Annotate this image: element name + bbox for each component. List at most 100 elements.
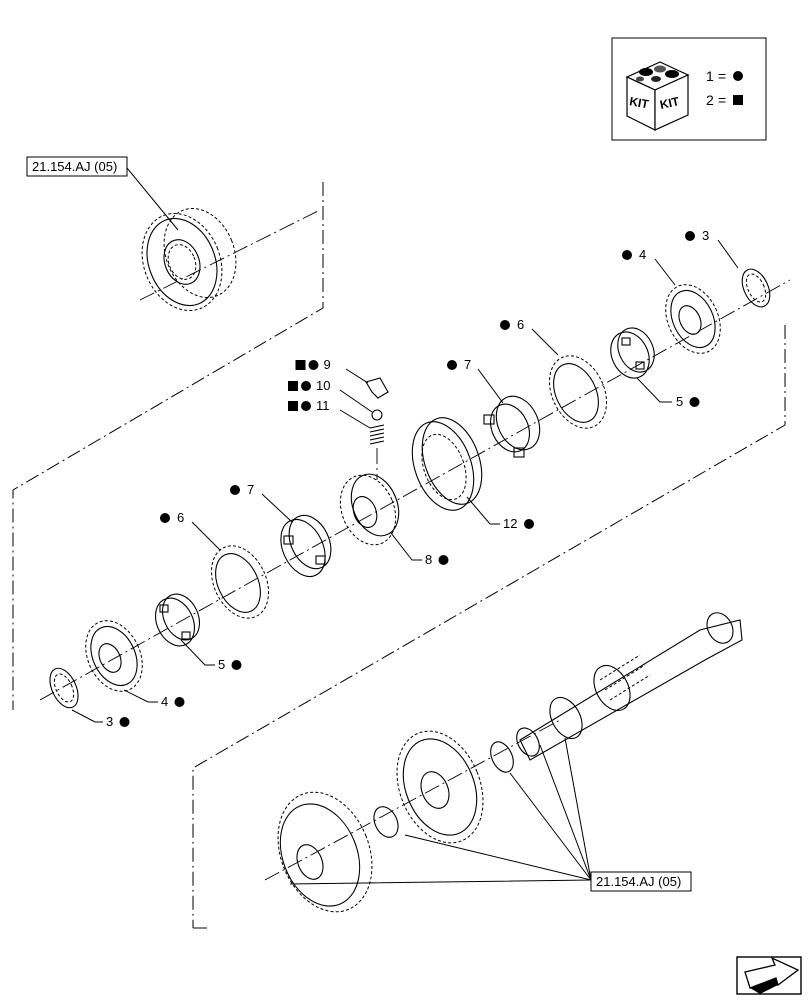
kit-legend-eq-1: = [718,68,726,84]
callout-c4-top[interactable]: 4 [622,247,646,262]
gear-4-mid [85,620,143,692]
callout-number: 6 [177,510,184,525]
dash-frame-left [12,182,324,710]
callout-number: 8 [425,552,432,567]
reference-link-bottom-text: 21.154.AJ (05) [596,874,681,889]
callout-c9[interactable]: 9 [295,357,331,372]
spring-11 [369,424,385,445]
leader-3-mid [71,709,103,723]
kit-circle-icon [160,513,170,523]
kit-circle-icon [524,519,534,529]
callout-c11[interactable]: 11 [288,398,330,413]
gear-4-top [665,284,721,354]
callout-c6-top[interactable]: 6 [500,317,524,332]
callout-number: 4 [639,247,646,262]
kit-legend-frame [611,37,767,141]
leader-7-top [477,368,504,404]
callout-number: 6 [517,317,524,332]
callout-c8[interactable]: 8 [425,552,449,567]
kit-circle-icon [622,250,632,260]
kit-square-icon [288,401,298,411]
kit-circle-icon [689,397,700,407]
callout-number: 3 [702,228,709,243]
kit-circle-icon [301,401,311,411]
leader-ref-bottom [289,737,592,885]
gear-large-upper [396,730,484,844]
leader-5-top [636,377,672,403]
kit-legend-number-1: 1 [706,68,714,84]
kit-circle-icon [685,231,695,241]
callout-number: 10 [316,378,330,393]
leader-4-mid [123,689,158,703]
main-shaft [516,612,743,761]
leader-10 [339,389,373,413]
axis-top-gear [139,209,321,301]
callout-group: 3 4 5 6 7 9 10 11 12 8 7 6 5 4 3 [106,228,709,729]
callout-number: 11 [316,398,330,413]
synchro-hub-8 [339,473,400,546]
callout-c4-mid[interactable]: 4 [161,694,185,709]
cone-7-mid [280,514,332,578]
callout-number: 5 [218,657,225,672]
needle-bearing-3-top [741,268,771,308]
kit-circle-icon [231,660,242,670]
callout-c5-top[interactable]: 5 [676,394,700,409]
leader-5-mid [180,639,215,666]
kit-circle-icon [174,697,185,707]
callout-number: 7 [247,482,254,497]
callout-c3-top[interactable]: 3 [685,228,709,243]
callout-number: 9 [324,357,331,372]
kit-legend-eq-2: = [718,92,726,108]
dog-ring-5-top [610,327,655,379]
next-page-arrow-icon[interactable] [736,956,802,995]
snap-ring-lower [373,806,399,838]
callout-number: 12 [503,516,517,531]
leader-9 [345,368,369,384]
kit-circle-icon [308,360,319,370]
callout-number: 4 [161,694,168,709]
kit-box-icon: KIT KIT [625,61,690,131]
cone-7-top [483,395,541,458]
kit-word-right: KIT [659,94,681,112]
gear-top-left [141,207,237,311]
callout-number: 5 [676,394,683,409]
leader-6-top [531,328,559,356]
synchro-ring-6-top [548,355,608,429]
detent-ball-10 [371,409,383,421]
leader-12 [466,496,500,525]
kit-legend-entry-1: 1 = [706,68,743,84]
synchro-ring-6-mid [210,545,270,619]
callout-c6-mid[interactable]: 6 [160,510,184,525]
kit-circle-icon [301,381,311,391]
kit-square-icon [295,360,306,370]
callout-c5-mid[interactable]: 5 [218,657,242,672]
kit-word-left: KIT [628,94,650,111]
leader-11 [339,409,371,429]
leader-7-mid [261,493,293,523]
leader-6-mid [191,521,221,551]
callout-number: 7 [464,357,471,372]
reference-link-bottom-box [590,871,692,892]
callout-c7-mid[interactable]: 7 [230,482,254,497]
kit-legend-number-2: 2 [706,92,714,108]
sliding-sleeve-12 [411,417,483,511]
kit-circle-icon [733,71,743,81]
callout-c7-top[interactable]: 7 [447,357,471,372]
callout-c3-mid[interactable]: 3 [106,714,130,729]
leader-8 [390,532,422,561]
reference-link-top[interactable]: 21.154.AJ (05) [26,156,128,177]
kit-circle-icon [438,555,449,565]
dash-frame-right [192,325,786,928]
kit-circle-icon [119,717,130,727]
leader-4-top [654,258,676,286]
callout-c10[interactable]: 10 [288,378,330,393]
callout-c12[interactable]: 12 [503,516,534,531]
reference-link-top-box [26,156,128,177]
kit-circle-icon [500,320,510,330]
shaft-axis [264,719,561,881]
gear-large-lower [277,791,373,913]
reference-link-bottom[interactable]: 21.154.AJ (05) [590,871,692,892]
reference-link-top-text: 21.154.AJ (05) [32,159,117,174]
leader-3-top [717,239,739,269]
